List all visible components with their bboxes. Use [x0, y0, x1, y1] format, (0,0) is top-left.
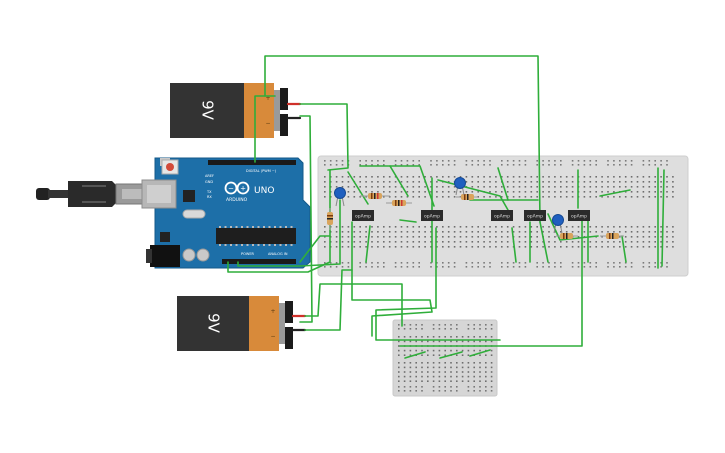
- small-breadboard-holes: [398, 324, 493, 392]
- atmega-chip: [216, 228, 296, 244]
- opamp-chip-3[interactable]: opAmp: [491, 210, 513, 221]
- wires: [227, 55, 665, 359]
- digital-header[interactable]: [208, 160, 296, 165]
- wire-to-small-2[interactable]: [399, 219, 583, 347]
- wire-arduino-top-battery[interactable]: [264, 55, 541, 223]
- wire-bb-18[interactable]: [365, 225, 371, 263]
- battery-bottom-minus: −: [270, 333, 275, 340]
- battery-top-clip-plus: [280, 88, 288, 110]
- board-model-label: UNO: [254, 186, 274, 196]
- aref-label: AREF: [205, 174, 214, 178]
- arduino-logo: − +: [224, 181, 250, 195]
- battery-top-minus: −: [265, 120, 270, 127]
- wire-bb-14[interactable]: [621, 235, 627, 263]
- resistor-2[interactable]: [386, 200, 412, 206]
- wire-bottom-battery-minus[interactable]: [304, 269, 353, 331]
- capacitor-3[interactable]: [552, 214, 564, 234]
- battery-top-plus: +: [265, 95, 270, 102]
- opamp-chip-2[interactable]: opAmp: [421, 210, 443, 221]
- rx-label: RX: [207, 195, 212, 199]
- opamp-chips: opAmp opAmp opAmp opAmp opAmp: [352, 210, 590, 221]
- wire-arduino-power-1[interactable]: [227, 169, 331, 273]
- reset-button-cap[interactable]: [166, 163, 174, 171]
- wire-bb-19[interactable]: [399, 219, 417, 223]
- capacitors: [334, 177, 564, 234]
- usb-cable[interactable]: [36, 181, 159, 207]
- opamp-chip-4-label: opAmp: [527, 214, 543, 220]
- wire-bb-7[interactable]: [497, 167, 509, 201]
- tx-label: TX: [206, 190, 212, 194]
- wire-bb-13[interactable]: [599, 189, 631, 197]
- board-capacitor-2: [196, 248, 210, 262]
- battery-top[interactable]: 9V + −: [170, 83, 288, 138]
- wire-arduino-power-2[interactable]: [237, 199, 341, 267]
- usb-chip: [183, 190, 195, 202]
- wire-small-1[interactable]: [404, 351, 426, 359]
- crystal: [182, 209, 206, 219]
- battery-bottom-clip-minus: [285, 327, 293, 349]
- opamp-chip-2-label: opAmp: [424, 214, 440, 220]
- wire-bb-2[interactable]: [359, 165, 435, 207]
- capacitor-1[interactable]: [334, 187, 346, 207]
- battery-bottom-clip-plus: [285, 301, 293, 323]
- wire-bb-1[interactable]: [347, 171, 369, 205]
- resistors: [327, 193, 624, 239]
- wire-top-battery-minus[interactable]: [299, 115, 313, 323]
- wire-arduino-a0[interactable]: [299, 235, 331, 263]
- battery-bottom-cap: [249, 296, 279, 351]
- resistor-1[interactable]: [360, 193, 390, 199]
- power-analog-header[interactable]: [222, 259, 296, 264]
- resistor-6[interactable]: [600, 233, 624, 239]
- wire-small-3[interactable]: [469, 349, 491, 357]
- board-capacitor-1: [182, 248, 196, 262]
- analog-header-label: ANALOG IN: [268, 252, 288, 256]
- wire-bb-8[interactable]: [539, 221, 549, 263]
- wire-arduino-d7[interactable]: [254, 95, 276, 163]
- wire-bottom-battery-plus[interactable]: [304, 283, 403, 327]
- wire-small-2[interactable]: [439, 351, 463, 359]
- svg-text:+: +: [240, 185, 246, 193]
- capacitor-2[interactable]: [454, 177, 466, 196]
- battery-bottom-body: [177, 296, 249, 351]
- battery-top-clip-minus: [280, 114, 288, 136]
- battery-bottom-label: 9V: [205, 313, 223, 334]
- wire-bb-17[interactable]: [511, 227, 517, 263]
- resistor-3[interactable]: [327, 208, 333, 230]
- battery-top-label: 9V: [199, 100, 217, 121]
- wire-bb-3[interactable]: [389, 165, 409, 197]
- wire-to-small-3[interactable]: [351, 221, 433, 337]
- opamp-chip-4[interactable]: opAmp: [524, 210, 546, 221]
- wire-bb-10[interactable]: [547, 213, 599, 241]
- digital-header-label: DIGITAL (PWM ~): [246, 169, 277, 173]
- opamp-chip-5[interactable]: opAmp: [568, 210, 590, 221]
- small-breadboard[interactable]: [392, 319, 498, 397]
- power-jack: [150, 245, 180, 267]
- resistor-4[interactable]: [456, 194, 478, 200]
- battery-top-body: [170, 83, 244, 138]
- arduino-logo-text: ARDUINO: [226, 197, 248, 203]
- atmega-pins: [219, 226, 293, 246]
- regulator: [160, 232, 170, 242]
- power-header-label: POWER: [241, 252, 255, 256]
- wire-to-small-1[interactable]: [375, 227, 501, 341]
- opamp-chip-1[interactable]: opAmp: [352, 210, 374, 221]
- opamp-chip-5-label: opAmp: [571, 214, 587, 220]
- arduino-uno-board[interactable]: − + ARDUINO UNO AREF GND TX RX DIGITAL (…: [141, 157, 311, 269]
- battery-bottom[interactable]: 9V + −: [177, 296, 293, 351]
- svg-text:−: −: [228, 185, 234, 193]
- wire-top-battery-plus[interactable]: [299, 103, 349, 171]
- wire-bb-16[interactable]: [661, 169, 665, 267]
- battery-top-cap: [244, 83, 274, 138]
- gnd-label: GND: [205, 180, 213, 184]
- opamp-chip-3-label: opAmp: [494, 214, 510, 220]
- resistor-5[interactable]: [556, 233, 578, 239]
- battery-bottom-plus: +: [270, 308, 275, 315]
- opamp-chip-1-label: opAmp: [355, 214, 371, 220]
